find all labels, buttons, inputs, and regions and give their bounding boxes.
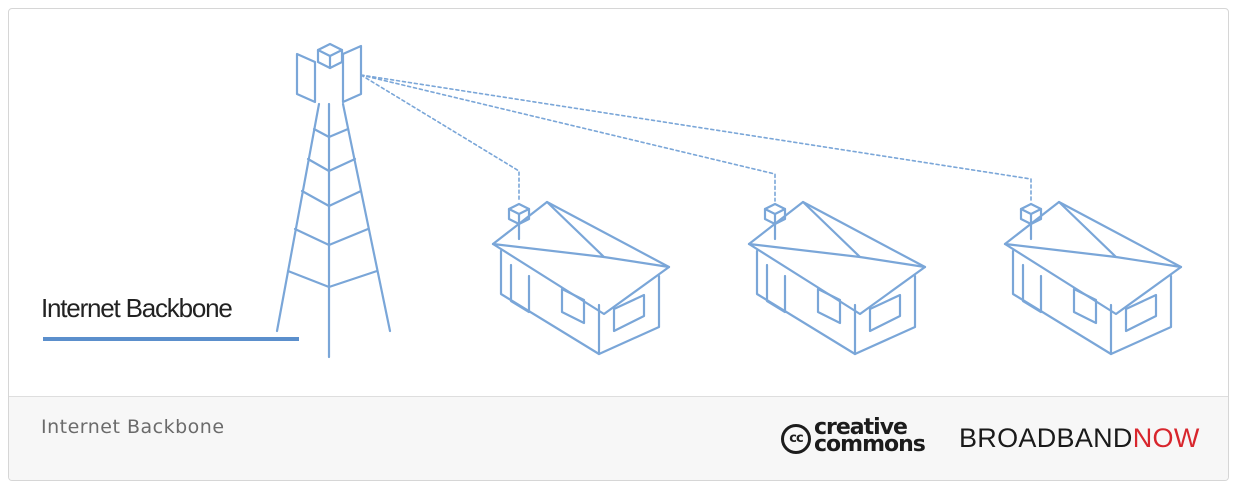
house-icon: [1005, 202, 1181, 354]
creative-commons-logo: cc creative commons: [781, 419, 946, 461]
tower-icon: [277, 44, 390, 357]
house-icon: [749, 202, 925, 354]
cc-wordmark: creative commons: [814, 419, 925, 453]
image-caption: Internet Backbone: [41, 416, 225, 438]
fixed-wireless-illustration: Internet Backbone: [9, 9, 1228, 396]
brand-part2: NOW: [1133, 423, 1200, 453]
cc-icon: cc: [781, 424, 811, 454]
backbone-label: Internet Backbone: [41, 293, 232, 323]
broadbandnow-logo: BROADBANDNOW: [959, 423, 1200, 454]
brand-part1: BROADBAND: [959, 423, 1133, 453]
house-icon: [493, 202, 669, 354]
wireless-links: [361, 75, 1031, 201]
diagram-card: Internet Backbone Internet Backbone cc c…: [8, 8, 1229, 481]
card-footer: Internet Backbone cc creative commons BR…: [9, 396, 1228, 481]
cc-wordmark-line2: commons: [814, 436, 925, 453]
